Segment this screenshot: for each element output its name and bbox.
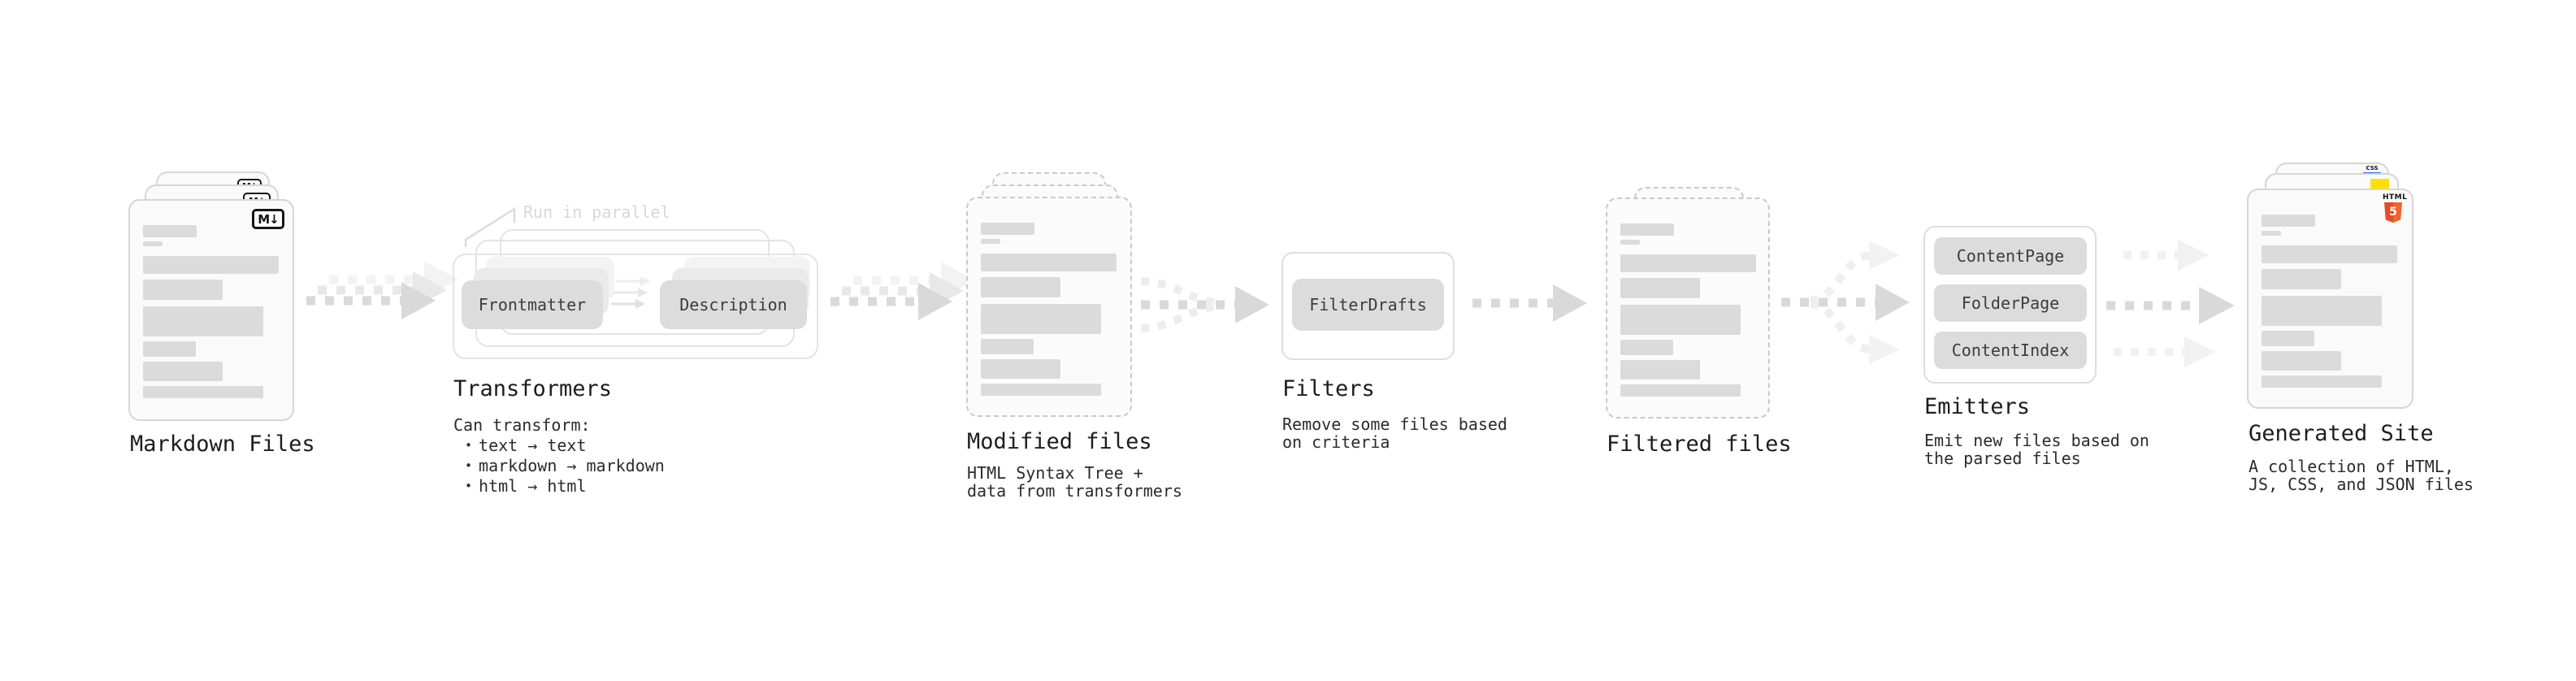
skeleton-bar <box>143 280 223 300</box>
skeleton-bar <box>143 225 197 237</box>
skeleton-bar <box>143 241 163 246</box>
arrow-transformers-to-modified <box>830 262 975 320</box>
skeleton-bar <box>143 341 196 357</box>
bullet-dot: • <box>465 458 473 473</box>
skeleton-bar <box>1620 384 1741 397</box>
note-line: HTML Syntax Tree + <box>967 463 1143 483</box>
emitters-note: Emit new files based on the parsed files <box>1924 432 2149 467</box>
note-line: JS, CSS, and JSON files <box>2249 475 2474 494</box>
skeleton-bar <box>981 359 1060 379</box>
skeleton-bar <box>1620 360 1700 380</box>
transformer-instance-box-front <box>453 254 818 359</box>
filters-note: Remove some files based on criteria <box>1282 415 1507 451</box>
skeleton-bar <box>2262 245 2397 263</box>
skeleton-bar <box>981 254 1117 271</box>
modified-files-note: HTML Syntax Tree + data from transformer… <box>967 464 1182 500</box>
html5-icon: HTML 5 <box>2383 193 2408 223</box>
modified-files-label: Modified files <box>967 429 1152 454</box>
note-line: data from transformers <box>967 481 1182 501</box>
skeleton-bar <box>1620 254 1756 272</box>
markdown-file-card-front: M↓ <box>128 199 294 421</box>
skeleton-bar <box>1620 278 1700 298</box>
bullet-item: • text → text <box>453 436 665 456</box>
frontmatter-pill: Frontmatter <box>462 280 603 329</box>
skeleton-bar <box>143 362 223 381</box>
skeleton-bar <box>981 239 1000 244</box>
javascript-icon <box>2370 179 2389 189</box>
note-line: on criteria <box>1282 432 1390 452</box>
note-line: the parsed files <box>1924 449 2081 468</box>
filters-label: Filters <box>1282 376 1375 401</box>
filterdrafts-pill: FilterDrafts <box>1292 279 1444 331</box>
arrow-emitters-to-generated <box>2106 240 2235 367</box>
skeleton-bar <box>981 339 1034 354</box>
skeleton-bar <box>143 306 263 336</box>
skeleton-bar <box>2262 331 2314 346</box>
skeleton-bar <box>981 277 1060 297</box>
generated-site-note: A collection of HTML, JS, CSS, and JSON … <box>2249 458 2474 493</box>
markdown-icon: M↓ <box>252 209 284 229</box>
skeleton-bar <box>2262 351 2341 371</box>
skeleton-bar <box>2262 375 2382 388</box>
transformers-note: Can transform: • text → text • markdown → … <box>453 415 665 497</box>
transformers-label: Transformers <box>453 376 613 401</box>
skeleton-bar <box>1620 223 1674 236</box>
bullet-text: markdown → markdown <box>479 456 665 475</box>
description-pill: Description <box>660 280 807 329</box>
skeleton-bar <box>2262 231 2281 236</box>
skeleton-bar <box>981 304 1101 334</box>
skeleton-bar <box>1620 240 1640 245</box>
markdown-files-label: Markdown Files <box>130 432 315 457</box>
arrow-filtered-to-emitters <box>1781 241 1910 364</box>
arrow-modified-to-filters <box>1140 277 1269 332</box>
css-icon-label: CSS <box>2366 165 2379 171</box>
skeleton-bar <box>1620 305 1741 335</box>
arrow-markdown-to-transformers <box>306 261 458 319</box>
filtered-files-label: Filtered files <box>1607 432 1792 457</box>
skeleton-bar <box>2262 215 2315 227</box>
note-line: A collection of HTML, <box>2249 457 2454 476</box>
generated-file-card-front: HTML 5 <box>2247 189 2413 409</box>
note-heading: Can transform: <box>453 415 591 435</box>
folderpage-pill: FolderPage <box>1934 284 2087 322</box>
skeleton-bar <box>981 223 1034 235</box>
html5-icon-word: HTML <box>2383 193 2408 202</box>
contentpage-pill: ContentPage <box>1934 237 2087 275</box>
skeleton-bar <box>143 386 263 398</box>
skeleton-bar <box>143 256 279 274</box>
html5-icon-shield: 5 <box>2384 202 2402 223</box>
generated-site-label: Generated Site <box>2249 421 2434 446</box>
skeleton-bar <box>981 384 1101 396</box>
filtered-file-card-front <box>1606 197 1770 419</box>
contentindex-pill: ContentIndex <box>1934 332 2087 369</box>
skeleton-bar <box>2262 269 2341 289</box>
run-in-parallel-annotation: Run in parallel <box>523 202 670 222</box>
arrow-filters-to-filtered <box>1472 284 1587 322</box>
skeleton-bar <box>2262 296 2382 326</box>
bullet-text: text → text <box>479 436 587 455</box>
bullet-item: • html → html <box>453 476 665 497</box>
bullet-dot: • <box>465 479 473 493</box>
skeleton-bar <box>1620 340 1673 355</box>
note-line: Remove some files based <box>1282 414 1507 434</box>
bullet-text: html → html <box>479 476 587 496</box>
note-line: Emit new files based on <box>1924 431 2149 450</box>
bullet-dot: • <box>465 438 473 453</box>
modified-file-card-front <box>966 197 1132 417</box>
emitters-label: Emitters <box>1924 394 2031 419</box>
bullet-item: • markdown → markdown <box>453 456 665 476</box>
